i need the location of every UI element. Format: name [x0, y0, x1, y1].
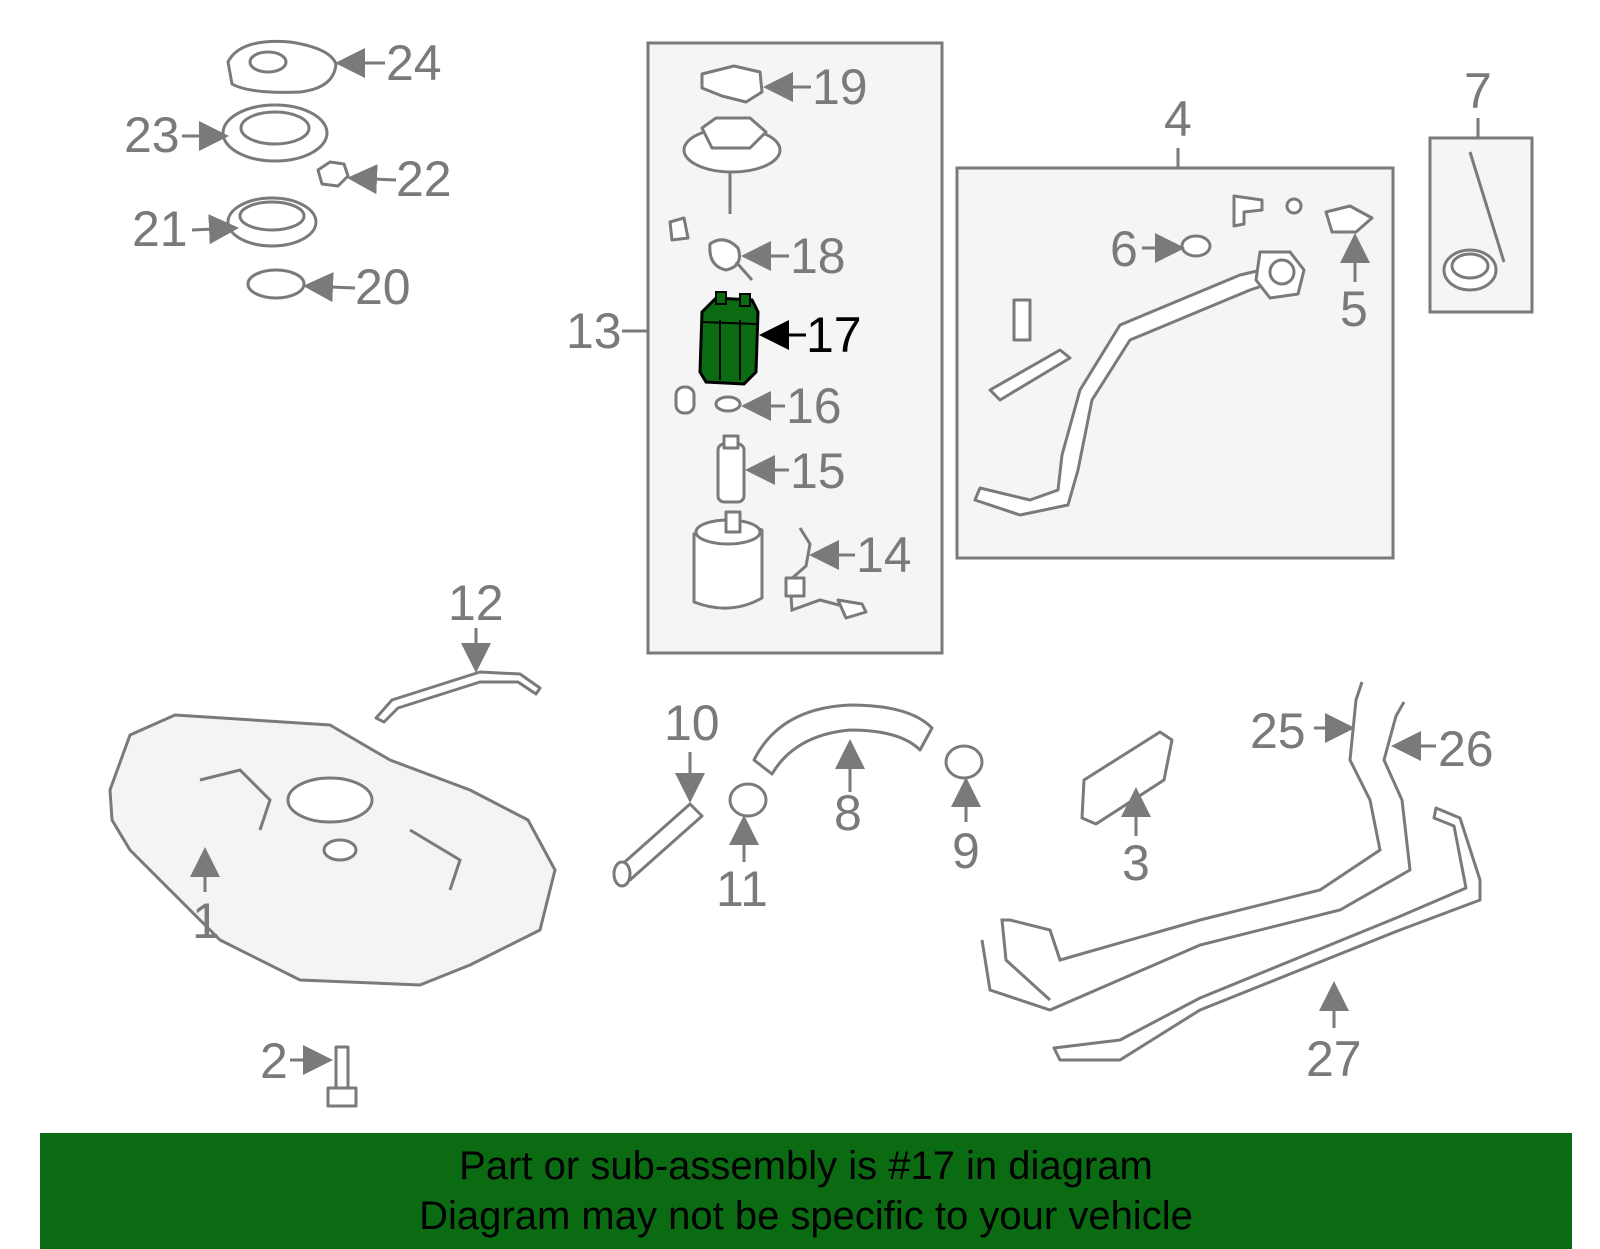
fuel-pump-bucket [692, 510, 764, 610]
clip-small [668, 216, 690, 242]
callout-14: 14 [856, 527, 912, 583]
callout-17: 17 [806, 307, 862, 363]
part-26-fuel-line [980, 701, 1412, 1012]
callout-1: 1 [192, 893, 220, 949]
part-1-fuel-tank [108, 713, 557, 987]
callout-27: 27 [1306, 1031, 1362, 1087]
group-box-7 [1428, 136, 1534, 314]
callout-7: 7 [1464, 63, 1492, 119]
filler-neck [973, 194, 1374, 517]
callout-2: 2 [260, 1033, 288, 1089]
callout-23: 23 [124, 107, 180, 163]
callout-3: 3 [1122, 835, 1150, 891]
callout-25: 25 [1250, 703, 1306, 759]
part-9-clamp [944, 744, 984, 780]
part-25-fuel-line [1000, 681, 1382, 1002]
callout-9: 9 [952, 823, 980, 879]
part-10-inlet-tube [612, 802, 704, 888]
callout-15: 15 [790, 443, 846, 499]
callout-24: 24 [386, 35, 442, 91]
callout-12: 12 [448, 575, 504, 631]
part-17-canister-highlighted [698, 291, 760, 386]
callout-11: 11 [716, 861, 768, 917]
part-27-tank-strap [1052, 806, 1482, 1062]
callout-22: 22 [396, 151, 452, 207]
info-banner: Part or sub-assembly is #17 in diagram D… [40, 1133, 1572, 1249]
banner-line-1: Part or sub-assembly is #17 in diagram [459, 1144, 1153, 1188]
callout-5: 5 [1340, 281, 1368, 337]
part-19-connector [700, 64, 764, 104]
part-21-retainer-ring [226, 196, 318, 248]
part-22-nut [316, 160, 350, 188]
callout-18: 18 [790, 228, 846, 284]
callout-labels: 24 23 22 21 20 19 18 17 16 15 14 13 12 1… [124, 35, 1494, 1089]
callout-26: 26 [1438, 721, 1494, 777]
callout-16: 16 [786, 378, 842, 434]
callout-19: 19 [812, 59, 868, 115]
banner-line-2: Diagram may not be specific to your vehi… [419, 1194, 1193, 1238]
part-15-filter [716, 434, 746, 504]
part-16-seal [674, 385, 742, 415]
callout-4: 4 [1164, 91, 1192, 147]
part-14-sender [784, 527, 868, 620]
part-12-vent-tube [374, 670, 542, 724]
part-23-ring [221, 103, 329, 163]
part-3-bracket [1080, 730, 1174, 826]
part-20-o-ring [246, 268, 306, 300]
callout-13: 13 [566, 303, 622, 359]
part-11-clamp [728, 782, 768, 818]
callout-20: 20 [355, 259, 411, 315]
callout-21: 21 [132, 201, 188, 257]
part-24-gasket-plate [226, 39, 338, 94]
callout-8: 8 [834, 785, 862, 841]
leader-lines [182, 48, 1480, 1075]
callout-6: 6 [1110, 221, 1138, 277]
part-2-bolt [326, 1045, 358, 1108]
callout-10: 10 [664, 695, 720, 751]
fuel-pump-flange [682, 116, 782, 214]
part-8-hose [752, 703, 934, 776]
part-18-regulator [708, 238, 754, 281]
part-7-fuel-cap [1442, 151, 1506, 292]
